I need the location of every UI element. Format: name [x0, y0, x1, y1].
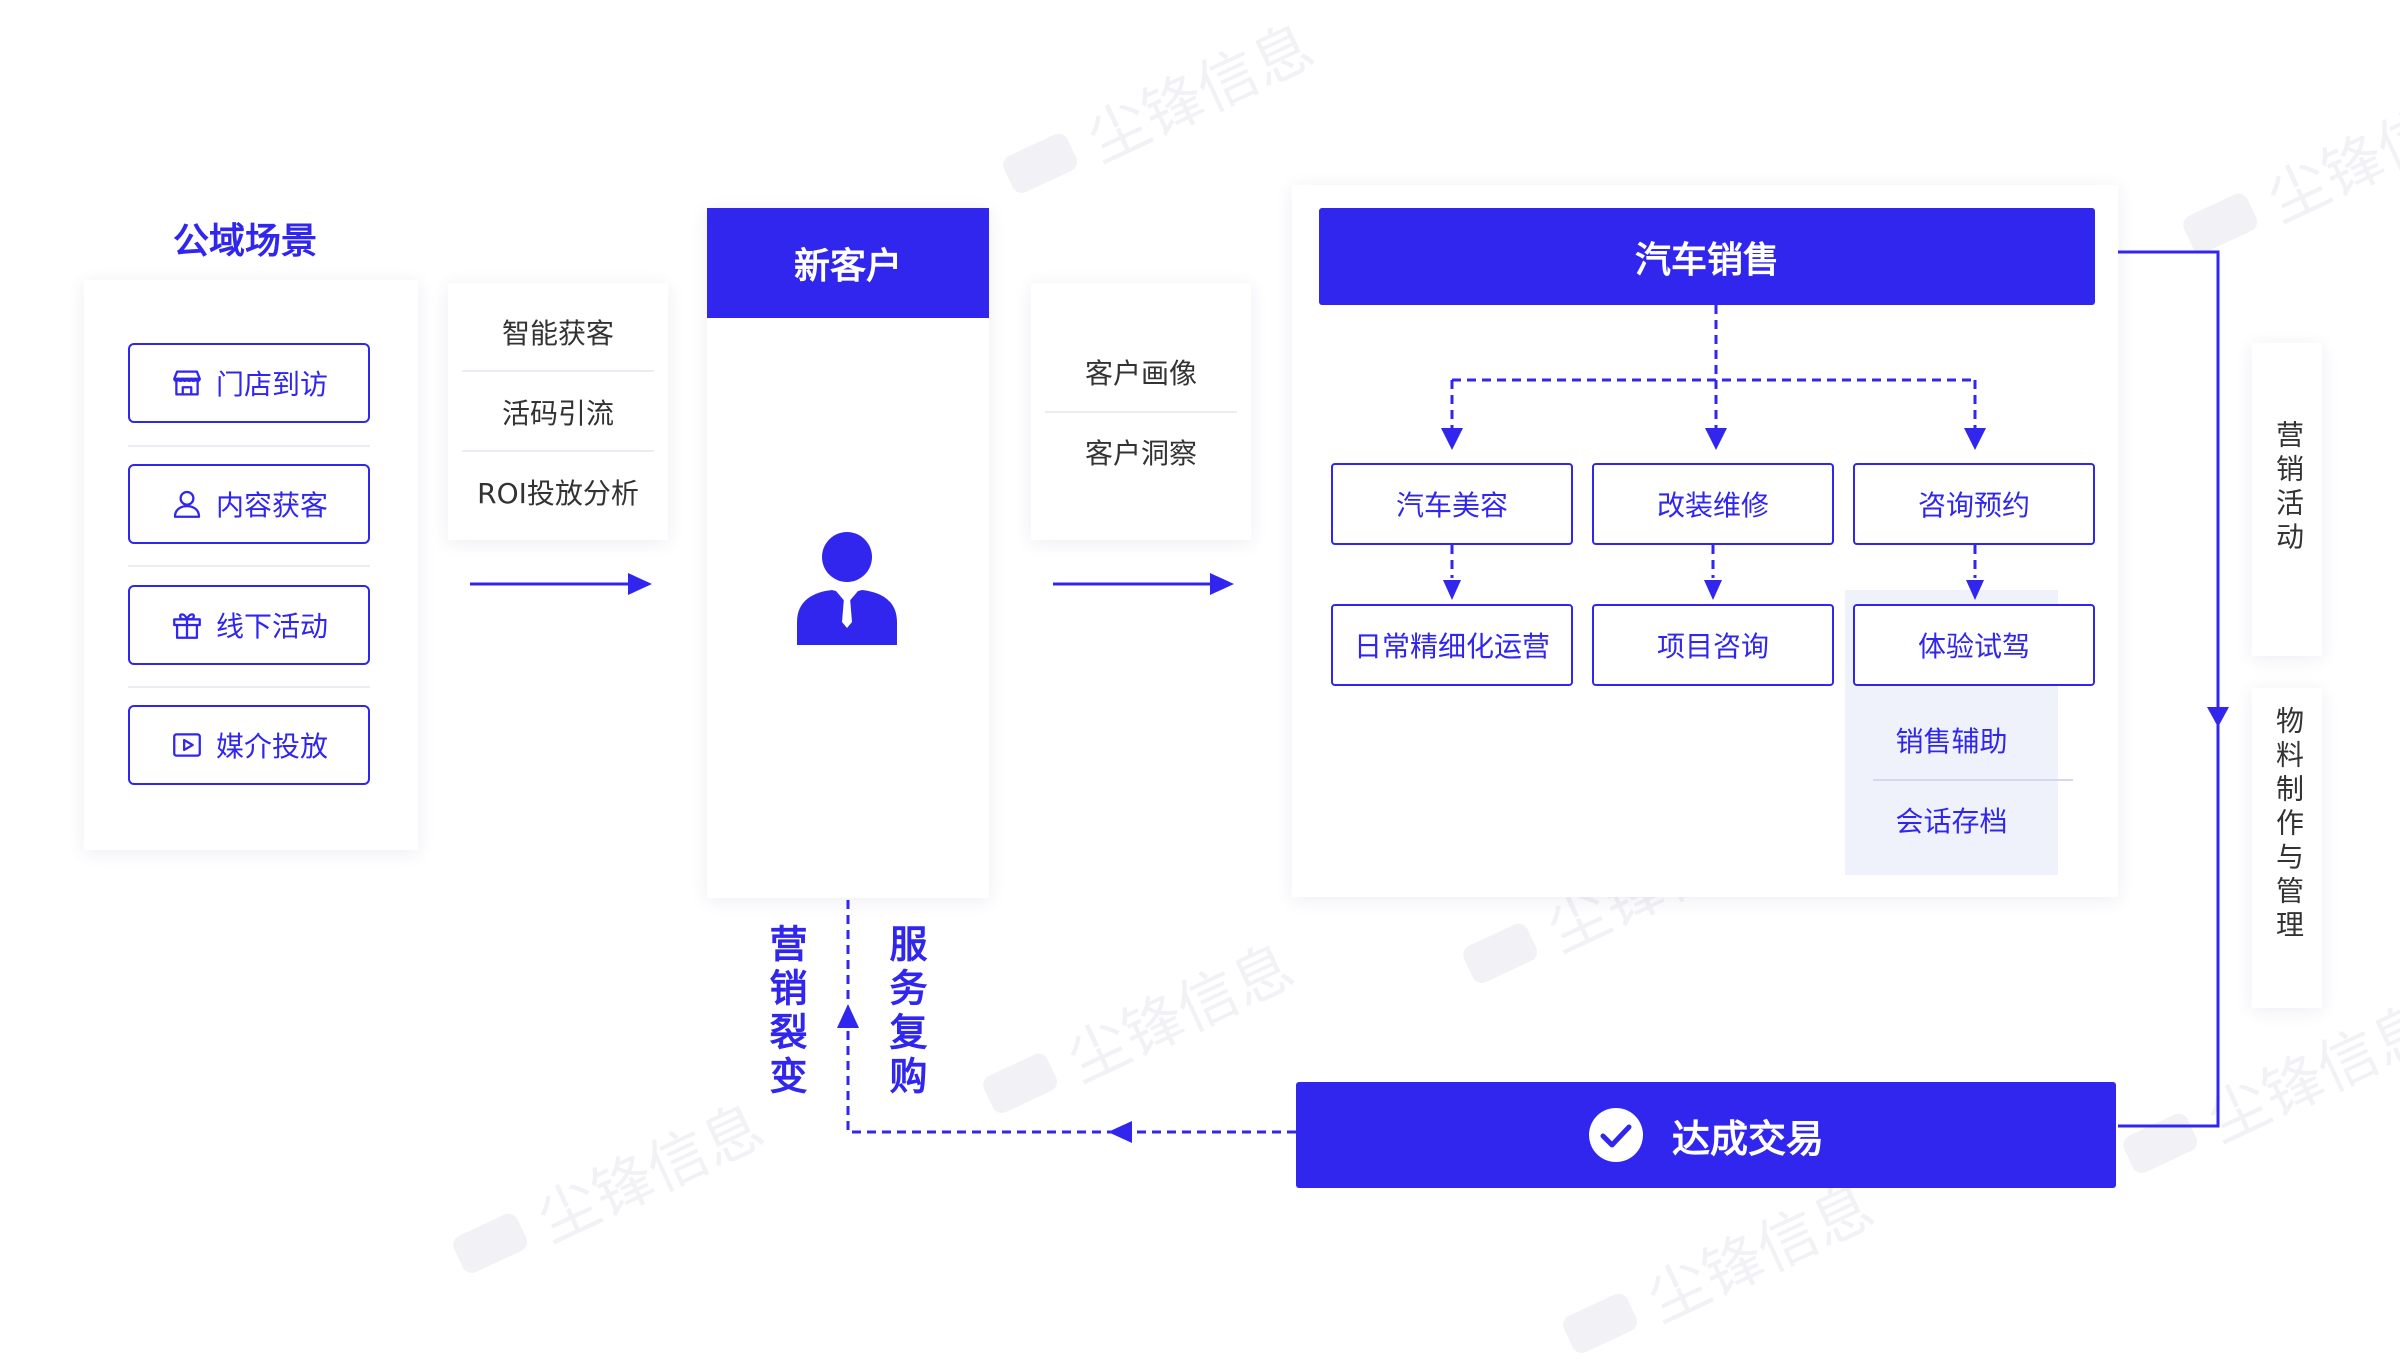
service-project-consult[interactable]: 项目咨询	[1592, 604, 1834, 686]
service-repair[interactable]: 改装维修	[1592, 463, 1834, 545]
tool-session-archive: 会话存档	[1895, 805, 2008, 838]
svg-text:尘锋信息: 尘锋信息	[2197, 991, 2400, 1156]
divider	[1873, 779, 2073, 781]
service-daily-operation[interactable]: 日常精细化运营	[1331, 604, 1573, 686]
divider	[462, 450, 654, 452]
divider	[128, 565, 370, 567]
public-item-label: 线下活动	[215, 610, 328, 643]
tool-customer-profile: 客户画像	[1084, 357, 1197, 390]
public-item-label: 门店到访	[215, 368, 328, 401]
flow-line-sales-to-deal	[2118, 250, 2220, 1128]
deal-label: 达成交易	[1671, 1116, 1824, 1161]
tool-smart-acquisition: 智能获客	[501, 317, 614, 350]
arrow-head	[2207, 707, 2229, 727]
svg-text:尘锋信息: 尘锋信息	[1077, 11, 1324, 176]
new-customer-header: 新客户	[707, 208, 989, 318]
side-marketing-card	[2252, 343, 2322, 656]
svg-text:尘锋信息: 尘锋信息	[1637, 1171, 1884, 1336]
svg-text:尘锋信息: 尘锋信息	[2257, 71, 2400, 236]
customer-avatar-icon	[797, 532, 897, 645]
public-title: 公域场景	[172, 221, 317, 262]
public-item-label: 内容获客	[215, 489, 328, 522]
service-car-beauty[interactable]: 汽车美容	[1331, 463, 1573, 545]
tool-customer-insight: 客户洞察	[1084, 437, 1197, 470]
arrow-head	[1210, 573, 1234, 595]
svg-text:尘锋信息: 尘锋信息	[1057, 931, 1304, 1096]
gift-icon	[173, 613, 201, 639]
service-appointment[interactable]: 咨询预约	[1853, 463, 2095, 545]
side-material-card	[2252, 688, 2322, 1008]
tool-live-code: 活码引流	[501, 397, 614, 430]
svg-text:尘锋信息: 尘锋信息	[527, 1091, 774, 1256]
arrow-head	[1108, 1121, 1132, 1143]
arrow-head	[628, 573, 652, 595]
divider	[1045, 411, 1237, 413]
divider	[462, 370, 654, 372]
check-circle-icon	[1588, 1108, 1643, 1162]
deal-bar: 达成交易	[1296, 1082, 2116, 1188]
tool-sales-assist: 销售辅助	[1895, 725, 2008, 758]
loop-service-repurchase: 服务复购	[883, 924, 927, 1100]
service-test-drive[interactable]: 体验试驾	[1853, 604, 2095, 686]
public-item-media[interactable]: 媒介投放	[128, 705, 370, 785]
car-sales-header: 汽车销售	[1319, 208, 2095, 305]
public-item-content[interactable]: 内容获客	[128, 464, 370, 544]
side-marketing-label: 营销活动	[2272, 420, 2305, 556]
store-icon	[173, 370, 201, 396]
arrow-head	[837, 1004, 859, 1028]
play-icon	[173, 733, 201, 757]
public-item-store-visit[interactable]: 门店到访	[128, 343, 370, 423]
acquisition-tools-card	[448, 283, 668, 540]
divider	[128, 445, 370, 447]
divider	[128, 686, 370, 688]
tool-roi-analysis: ROI投放分析	[477, 477, 639, 510]
user-icon	[173, 490, 201, 518]
public-item-label: 媒介投放	[215, 730, 328, 763]
side-material-label: 物料制作与管理	[2272, 706, 2305, 944]
loop-marketing-fission: 营销裂变	[763, 924, 807, 1100]
public-item-offline-event[interactable]: 线下活动	[128, 585, 370, 665]
